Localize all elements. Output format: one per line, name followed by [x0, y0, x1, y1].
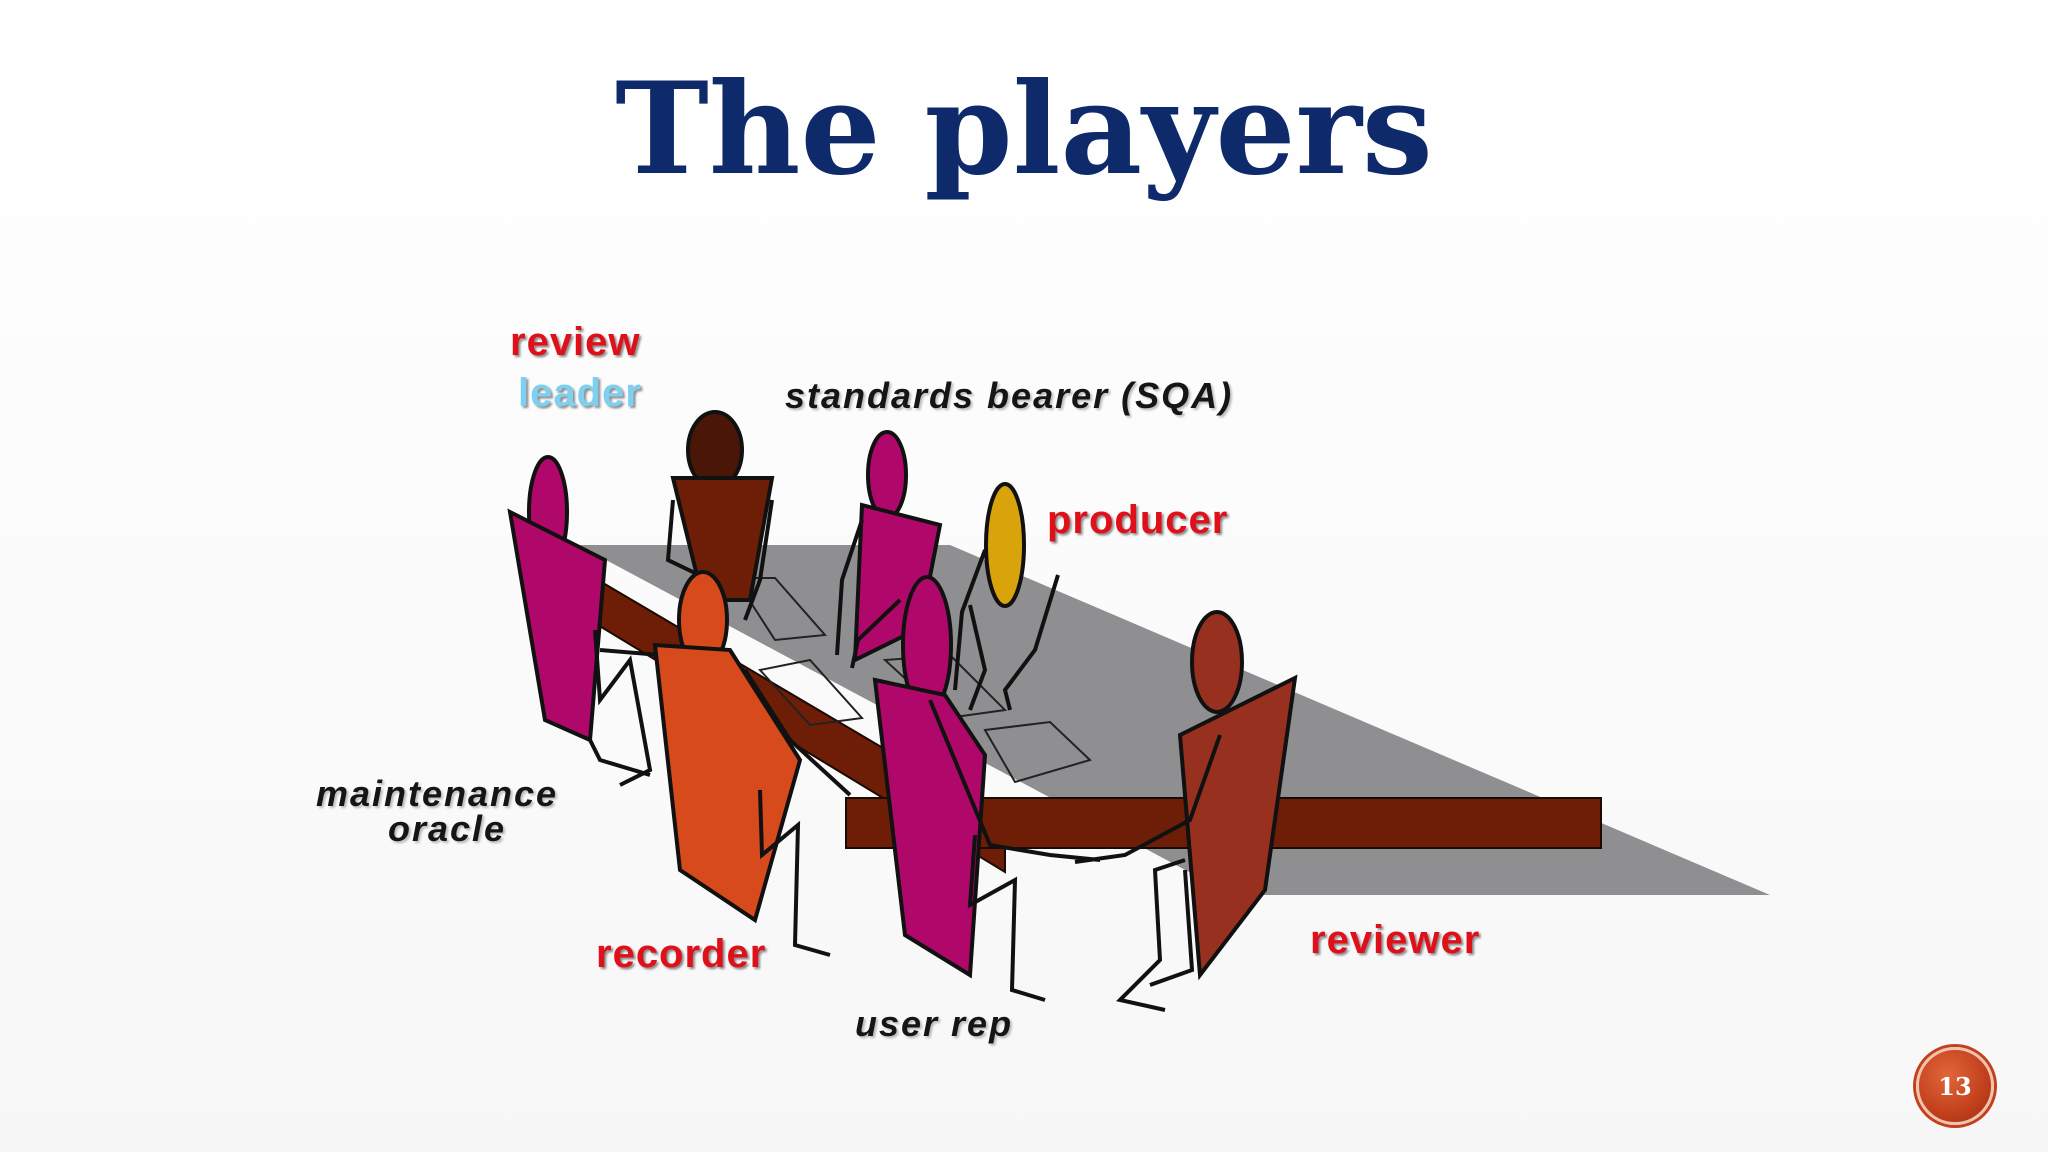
- label-standards-bearer: standards bearer (SQA): [785, 375, 1234, 416]
- slide-title: The players: [615, 55, 1433, 203]
- label-leader: leader: [518, 371, 642, 415]
- person-user-rep: [872, 575, 1101, 1002]
- person-dark-brown: [665, 410, 775, 621]
- person-producer: [953, 482, 1060, 711]
- label-review: review: [510, 320, 641, 364]
- person-reviewer: [1074, 610, 1298, 1012]
- person-review-leader: [507, 455, 691, 787]
- label-reviewer: reviewer: [1310, 918, 1481, 962]
- label-user-rep: user rep: [855, 1003, 1014, 1044]
- page-number-badge: 13: [1916, 1047, 1994, 1125]
- label-producer: producer: [1047, 498, 1229, 542]
- label-oracle: oracle: [388, 808, 507, 849]
- person-recorder: [652, 570, 852, 957]
- label-maintenance: maintenance: [316, 773, 559, 814]
- label-recorder: recorder: [596, 932, 767, 976]
